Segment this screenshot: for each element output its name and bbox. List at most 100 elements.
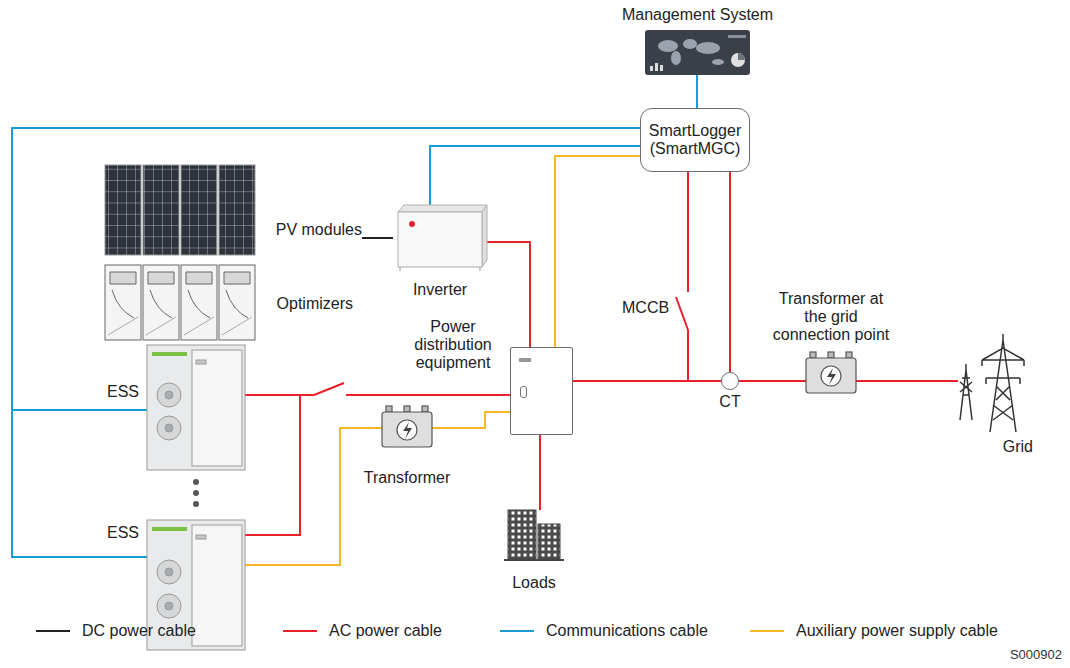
disconnect-switch	[314, 383, 344, 395]
optimizer-units	[110, 272, 250, 284]
node-label: Power distribution equipment	[401, 318, 505, 372]
cable-connector	[245, 394, 510, 396]
pv-panels	[143, 165, 179, 255]
transmission-towers	[982, 334, 1024, 432]
ess-cabinet	[157, 594, 181, 618]
ess-cabinet	[152, 527, 187, 531]
node-label: Transformer	[364, 469, 451, 487]
pv-panels	[219, 165, 255, 255]
node-label: Inverter	[413, 281, 467, 299]
pv-panels	[105, 165, 141, 255]
management-screen	[671, 51, 681, 65]
transformer-icon	[386, 406, 392, 412]
ess-cabinet	[147, 345, 245, 470]
pv-panels	[181, 165, 217, 255]
ess-cabinet	[157, 383, 181, 407]
optimizer-units	[108, 317, 252, 335]
transformer-icon	[422, 406, 428, 412]
management-screen	[645, 30, 750, 75]
cable-connector	[245, 395, 510, 535]
legend-item: AC power cable	[283, 622, 442, 640]
legend-line	[283, 630, 317, 632]
node-label: CT	[719, 393, 740, 411]
grid-transformer-icon	[806, 358, 856, 393]
ess-cabinet	[196, 535, 206, 539]
transmission-towers	[960, 334, 1024, 432]
ct-circle: CT	[721, 372, 739, 390]
mccb-switch	[687, 172, 689, 292]
node-label: PV modules	[276, 221, 362, 239]
continuation-dots	[193, 501, 199, 507]
system-node: Management System	[645, 6, 750, 75]
ess-cabinet	[165, 568, 173, 576]
ess-cabinet	[192, 525, 242, 646]
continuation-dots	[193, 490, 199, 496]
legend-item: Communications cable	[500, 622, 708, 640]
figure-code: S000902	[1010, 646, 1062, 664]
inverter-device	[400, 267, 480, 271]
cable-connector	[555, 156, 640, 347]
ess-node: ESS	[147, 345, 245, 470]
pv-panels	[105, 165, 255, 255]
inverter-device	[409, 221, 415, 227]
inverter-device	[482, 205, 487, 267]
pv-node: PV modules	[105, 165, 362, 257]
breaker-label: MCCB	[622, 299, 669, 317]
cable-connector	[539, 435, 541, 510]
management-screen	[645, 30, 750, 75]
cable-connector	[696, 75, 698, 108]
panel-lock	[520, 386, 527, 398]
mccb-switch	[676, 172, 688, 381]
management-screen	[650, 66, 653, 71]
ess-cabinet	[157, 416, 181, 440]
grid-transformer-icon	[806, 352, 856, 393]
legend-item: Auxiliary power supply cable	[750, 622, 998, 640]
ess-cabinet	[165, 602, 173, 610]
cable-connector	[739, 380, 806, 382]
legend-swatch	[500, 625, 536, 637]
loads-buildings	[504, 559, 564, 561]
legend-text: Communications cable	[546, 622, 708, 640]
mccb-switch	[687, 330, 689, 381]
transformer-icon	[403, 422, 412, 439]
management-screen	[731, 53, 745, 67]
loads-buildings	[538, 524, 560, 560]
management-screen	[655, 63, 658, 71]
transformer-node: Transformer	[382, 405, 432, 487]
management-screen	[696, 42, 720, 54]
optimizer-units	[219, 265, 255, 340]
grid-node: Grid	[958, 338, 1033, 456]
cable-connector	[430, 146, 640, 205]
cable-connector	[729, 172, 731, 372]
management-screen	[712, 59, 724, 65]
transformer-icon	[404, 406, 410, 412]
ess-cabinet	[165, 424, 173, 432]
node-label: Loads	[512, 574, 556, 592]
ess-cabinet	[165, 391, 173, 399]
cable-connector	[245, 428, 382, 565]
optimizer-units	[105, 265, 141, 340]
ess-cabinet	[157, 560, 181, 584]
mccb-switch	[676, 297, 688, 330]
transmission-towers	[960, 364, 972, 420]
grid-transformer-icon	[846, 352, 852, 358]
disconnect-switch	[314, 388, 346, 402]
inverter-device	[398, 205, 487, 271]
ess-cabinet	[196, 360, 206, 364]
panel-handle	[519, 358, 531, 362]
optimizer-node: Optimizers	[105, 265, 353, 342]
optimizer-units	[112, 290, 248, 318]
transformer-icon	[397, 420, 417, 440]
cable-connector	[487, 242, 530, 347]
transformer-icon	[382, 412, 432, 447]
management-screen	[728, 35, 746, 38]
loads-buildings	[508, 510, 536, 560]
inverter-device	[398, 212, 482, 267]
node-label: Optimizers	[277, 295, 353, 313]
cable-connector	[362, 237, 393, 239]
logger-box: SmartLogger (SmartMGC)	[640, 108, 750, 172]
grid-transformer-icon	[828, 352, 834, 358]
inverter-node: Inverter	[393, 205, 487, 299]
ess-cabinet	[192, 350, 242, 466]
